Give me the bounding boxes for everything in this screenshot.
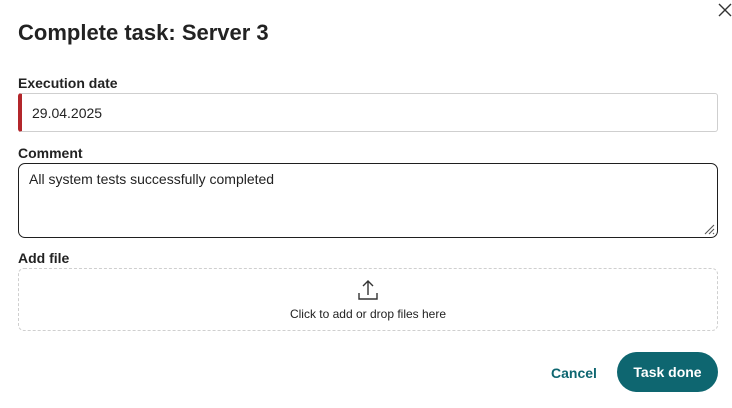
dropzone-hint: Click to add or drop files here [289,307,447,321]
execution-date-label: Execution date [18,75,118,91]
textarea-resize-handle[interactable] [702,222,715,235]
task-done-button[interactable]: Task done [617,352,718,392]
dialog-title: Complete task: Server 3 [18,20,269,45]
close-button[interactable] [717,2,732,18]
comment-label: Comment [18,145,83,161]
upload-icon [356,278,380,302]
file-dropzone[interactable]: Click to add or drop files here [18,268,718,331]
close-icon [717,2,732,18]
cancel-button[interactable]: Cancel [540,353,608,393]
add-file-label: Add file [18,250,70,266]
comment-textarea[interactable]: All system tests successfully completed [18,163,718,238]
execution-date-input[interactable] [18,93,718,132]
